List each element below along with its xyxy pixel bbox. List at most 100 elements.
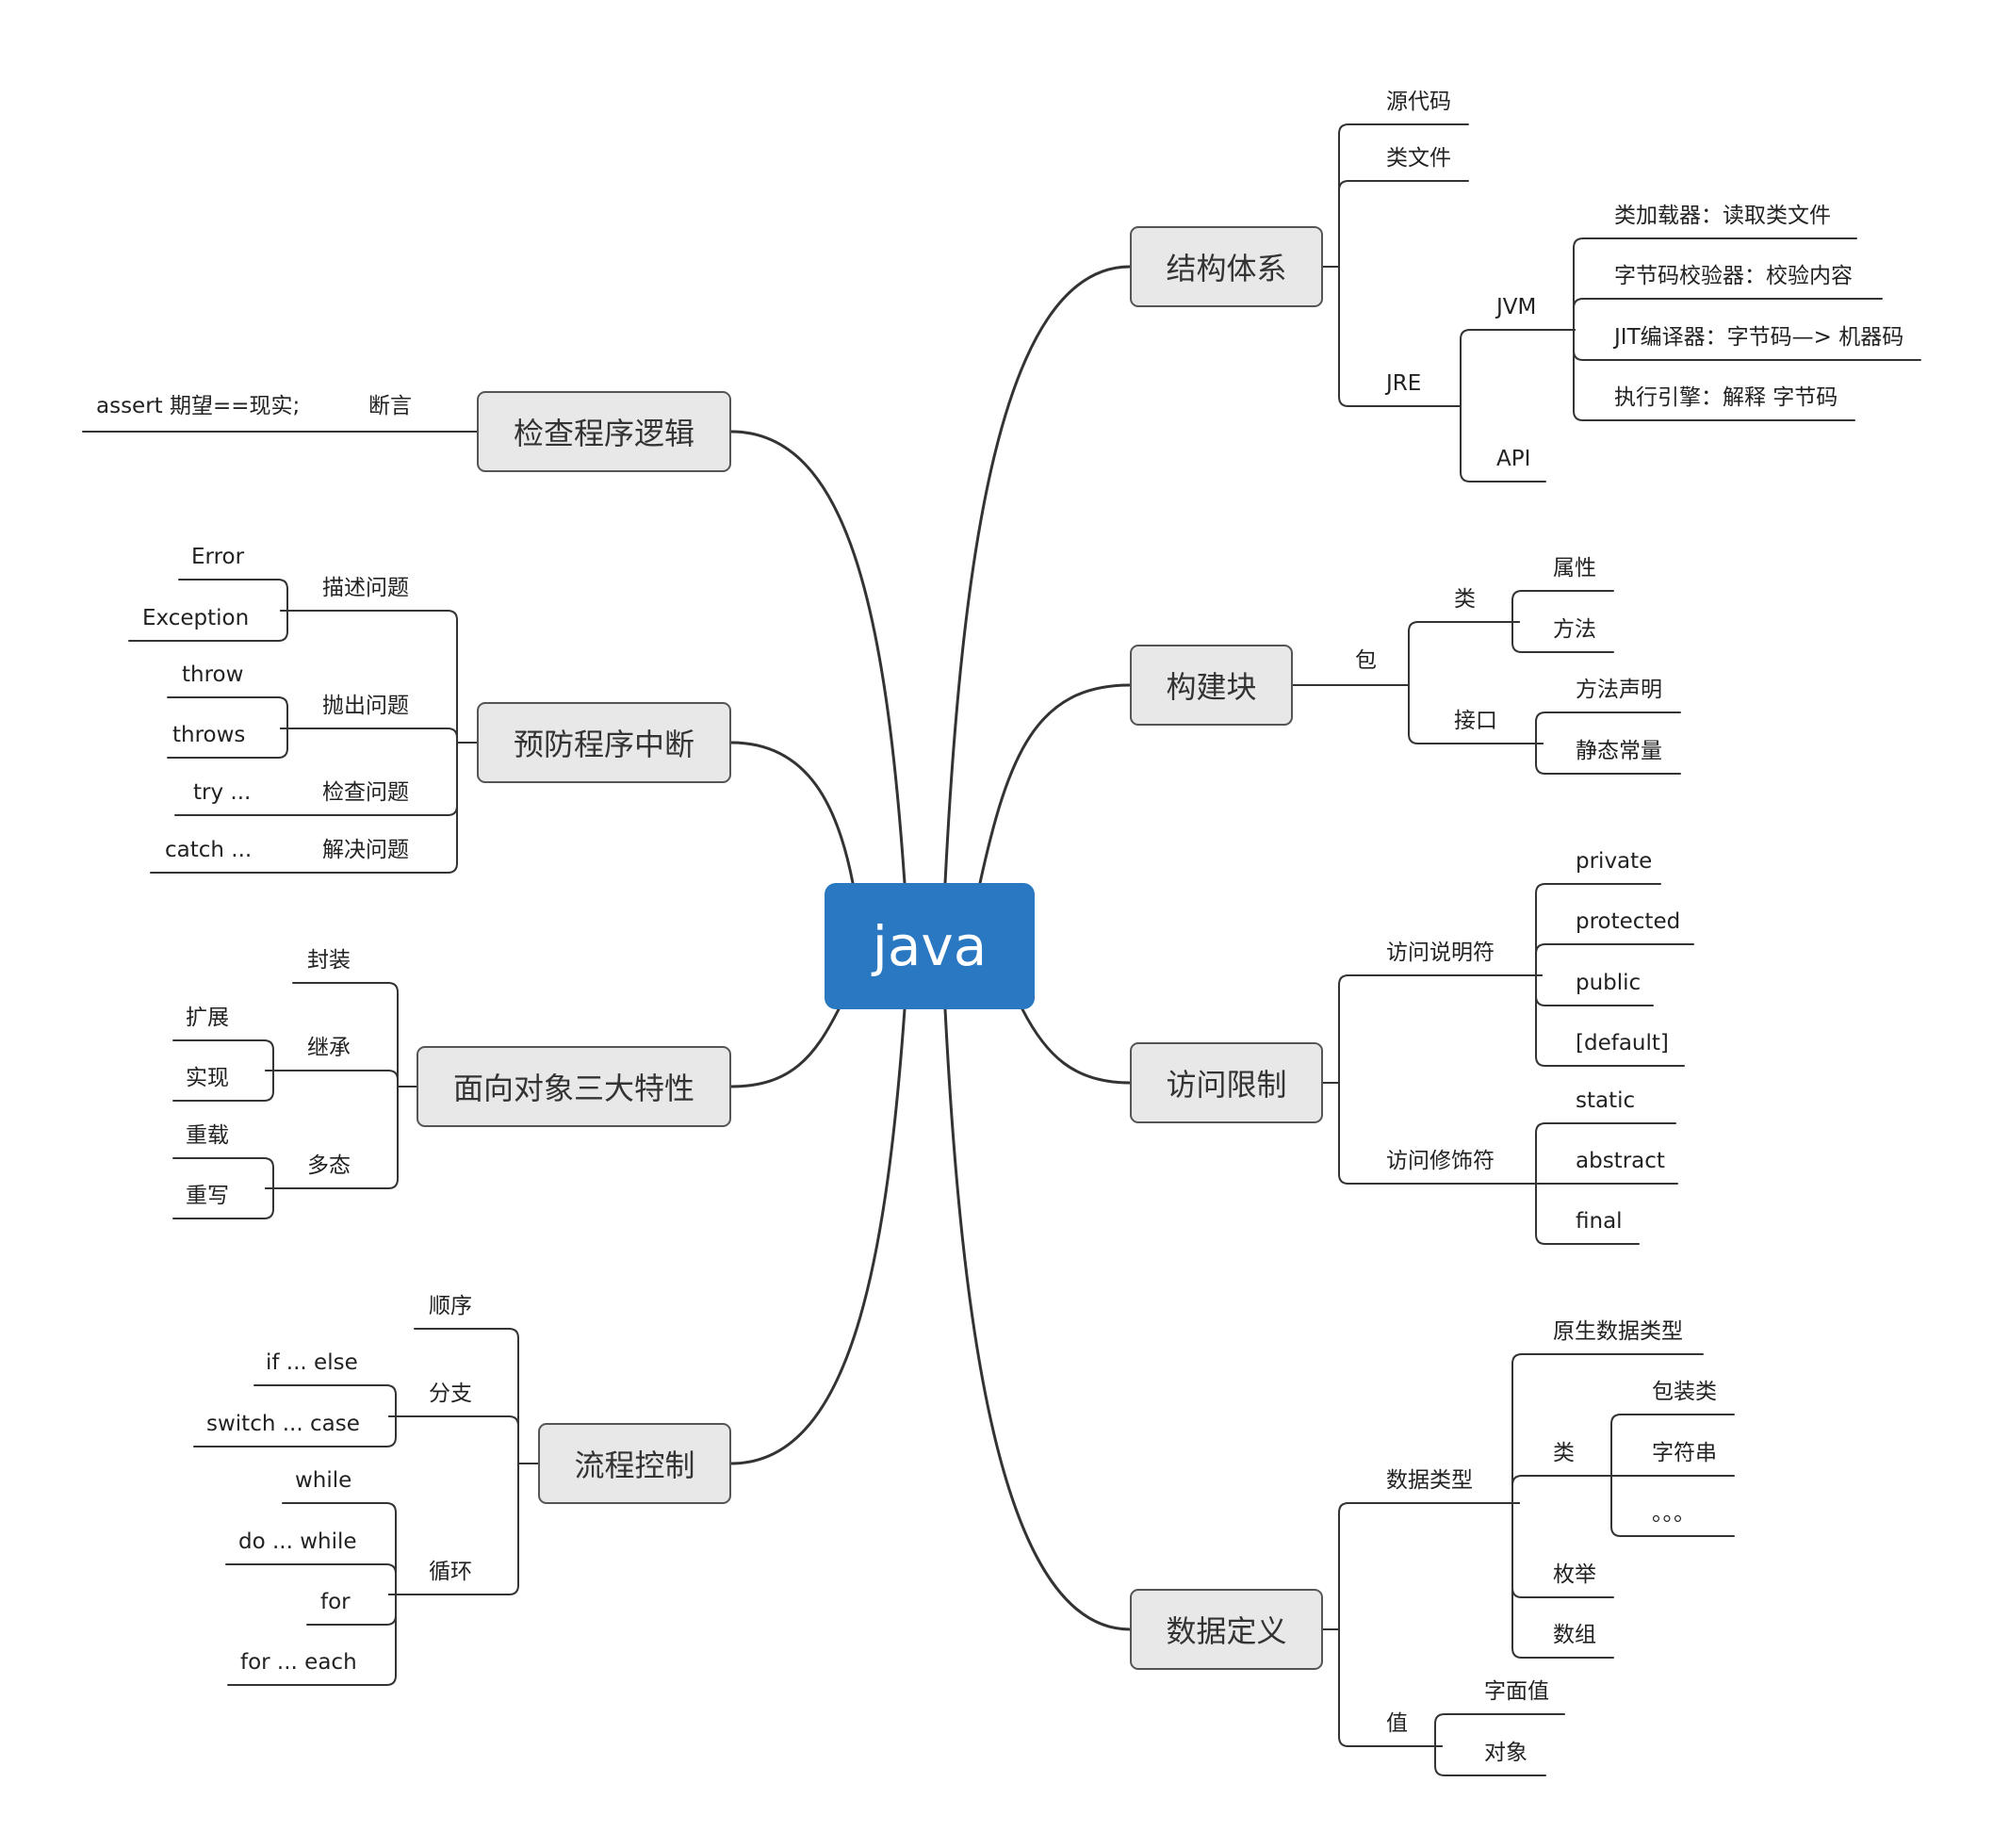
node-exception[interactable]: Exception xyxy=(142,606,250,630)
branch-line-2 xyxy=(1322,266,1460,407)
node-assertion[interactable]: 断言 xyxy=(368,394,412,418)
node-jre[interactable]: JRE xyxy=(1386,371,1422,396)
branch-line-28 xyxy=(1511,1475,1619,1504)
node-loop[interactable]: 循环 xyxy=(429,1560,472,1584)
node-protected[interactable]: protected xyxy=(1576,909,1681,934)
node-data-type[interactable]: 数据类型 xyxy=(1386,1468,1473,1493)
node-class-file[interactable]: 类文件 xyxy=(1386,146,1451,171)
node-package[interactable]: 包 xyxy=(1355,648,1377,673)
node-string[interactable]: 字符串 xyxy=(1652,1441,1717,1465)
node-object[interactable]: 对象 xyxy=(1484,1741,1527,1765)
node-public[interactable]: public xyxy=(1576,971,1642,995)
node-jvm[interactable]: JVM xyxy=(1496,295,1537,319)
node-bytecode-verifier[interactable]: 字节码校验器：校验内容 xyxy=(1614,264,1853,288)
node-data-class[interactable]: 类 xyxy=(1553,1441,1575,1465)
branch-line-25 xyxy=(1322,1502,1520,1630)
node-override[interactable]: 重写 xyxy=(186,1184,229,1208)
topic-building-blocks[interactable]: 构建块 xyxy=(1130,645,1293,726)
node-ellipsis[interactable]: 。。。 xyxy=(1652,1501,1695,1526)
node-enum[interactable]: 枚举 xyxy=(1553,1562,1596,1587)
node-access-specifier[interactable]: 访问说明符 xyxy=(1386,940,1495,965)
branch-line-31 xyxy=(1610,1414,1735,1477)
node-interface[interactable]: 接口 xyxy=(1454,709,1497,733)
node-encapsulation[interactable]: 封装 xyxy=(307,948,351,973)
branch-line-3 xyxy=(1458,329,1576,407)
node-access-modifier[interactable]: 访问修饰符 xyxy=(1386,1149,1495,1173)
node-throw[interactable]: throw xyxy=(182,662,244,687)
branch-line-55 xyxy=(193,1415,397,1447)
node-wrapper-class[interactable]: 包装类 xyxy=(1652,1380,1717,1404)
topic-access-control[interactable]: 访问限制 xyxy=(1130,1042,1323,1123)
node-branch[interactable]: 分支 xyxy=(429,1382,472,1406)
node-catch[interactable]: catch ... xyxy=(165,838,253,862)
branch-line-59 xyxy=(227,1594,397,1686)
node-throw-problem[interactable]: 抛出问题 xyxy=(322,694,409,718)
branch-line-26 xyxy=(1322,1628,1443,1747)
node-sequence[interactable]: 顺序 xyxy=(429,1294,472,1318)
node-try[interactable]: try ... xyxy=(193,780,252,805)
branch-line-56 xyxy=(282,1502,397,1595)
node-polymorphism[interactable]: 多态 xyxy=(307,1153,351,1178)
branch-line-35 xyxy=(1434,1745,1546,1776)
branch-line-15 xyxy=(1535,743,1681,775)
node-class-loader[interactable]: 类加载器：读取类文件 xyxy=(1614,204,1831,228)
topic-data-definition[interactable]: 数据定义 xyxy=(1130,1589,1323,1670)
node-array[interactable]: 数组 xyxy=(1553,1623,1596,1647)
node-solve-problem[interactable]: 解决问题 xyxy=(322,838,409,862)
node-final[interactable]: final xyxy=(1576,1209,1623,1234)
node-primitive-type[interactable]: 原生数据类型 xyxy=(1553,1319,1683,1344)
node-inheritance[interactable]: 继承 xyxy=(307,1036,351,1060)
branch-line-19 xyxy=(1535,943,1694,976)
node-for-each[interactable]: for ... each xyxy=(240,1650,357,1675)
branch-line-17 xyxy=(1322,1082,1543,1185)
node-overload[interactable]: 重载 xyxy=(186,1123,229,1148)
node-literal[interactable]: 字面值 xyxy=(1484,1679,1549,1704)
node-implement[interactable]: 实现 xyxy=(186,1066,229,1090)
branch-line-51 xyxy=(414,1328,539,1464)
branch-line-34 xyxy=(1434,1713,1565,1747)
node-switch-case[interactable]: switch ... case xyxy=(206,1412,360,1436)
node-static[interactable]: static xyxy=(1576,1088,1636,1113)
branch-line-0 xyxy=(1322,123,1469,268)
branch-line-47 xyxy=(172,1039,274,1071)
node-error[interactable]: Error xyxy=(191,545,245,569)
topic-structure-system[interactable]: 结构体系 xyxy=(1130,226,1323,307)
node-static-constant[interactable]: 静态常量 xyxy=(1576,739,1662,763)
node-do-while[interactable]: do ... while xyxy=(238,1529,357,1554)
topic-prevent-interrupt[interactable]: 预防程序中断 xyxy=(477,702,731,783)
branch-line-30 xyxy=(1511,1502,1614,1659)
node-attribute[interactable]: 属性 xyxy=(1553,556,1596,581)
branch-line-57 xyxy=(225,1563,397,1595)
main-curve-check xyxy=(729,430,907,885)
node-source-code[interactable]: 源代码 xyxy=(1386,90,1451,114)
node-api[interactable]: API xyxy=(1496,447,1531,471)
node-for[interactable]: for xyxy=(320,1590,351,1614)
branch-line-16 xyxy=(1322,974,1543,1084)
node-method-declaration[interactable]: 方法声明 xyxy=(1576,678,1662,702)
node-abstract[interactable]: abstract xyxy=(1576,1149,1665,1173)
branch-line-42 xyxy=(167,696,288,729)
topic-check-logic[interactable]: 检查程序逻辑 xyxy=(477,391,731,472)
node-if-else[interactable]: if ... else xyxy=(266,1350,358,1375)
node-while[interactable]: while xyxy=(295,1468,352,1493)
branch-line-36 xyxy=(280,610,478,744)
topic-oop-features[interactable]: 面向对象三大特性 xyxy=(417,1046,731,1127)
branch-line-43 xyxy=(167,728,288,759)
node-extend[interactable]: 扩展 xyxy=(186,1006,229,1030)
node-class[interactable]: 类 xyxy=(1454,587,1476,612)
node-throws[interactable]: throws xyxy=(172,723,246,747)
node-execution-engine[interactable]: 执行引擎：解释 字节码 xyxy=(1614,385,1838,410)
node-assert-statement[interactable]: assert 期望==现实; xyxy=(96,394,301,418)
node-jit-compiler[interactable]: JIT编译器：字节码—> 机器码 xyxy=(1614,325,1904,350)
node-value[interactable]: 值 xyxy=(1386,1711,1408,1736)
root-topic-java[interactable]: java xyxy=(825,883,1035,1009)
node-default[interactable]: [default] xyxy=(1576,1031,1669,1055)
topic-flow-control[interactable]: 流程控制 xyxy=(538,1423,731,1504)
node-private[interactable]: private xyxy=(1576,849,1653,874)
branch-line-45 xyxy=(265,1070,417,1088)
node-describe-problem[interactable]: 描述问题 xyxy=(322,576,409,600)
node-method[interactable]: 方法 xyxy=(1553,617,1596,642)
node-check-problem[interactable]: 检查问题 xyxy=(322,780,409,805)
main-curve-building xyxy=(978,683,1132,885)
